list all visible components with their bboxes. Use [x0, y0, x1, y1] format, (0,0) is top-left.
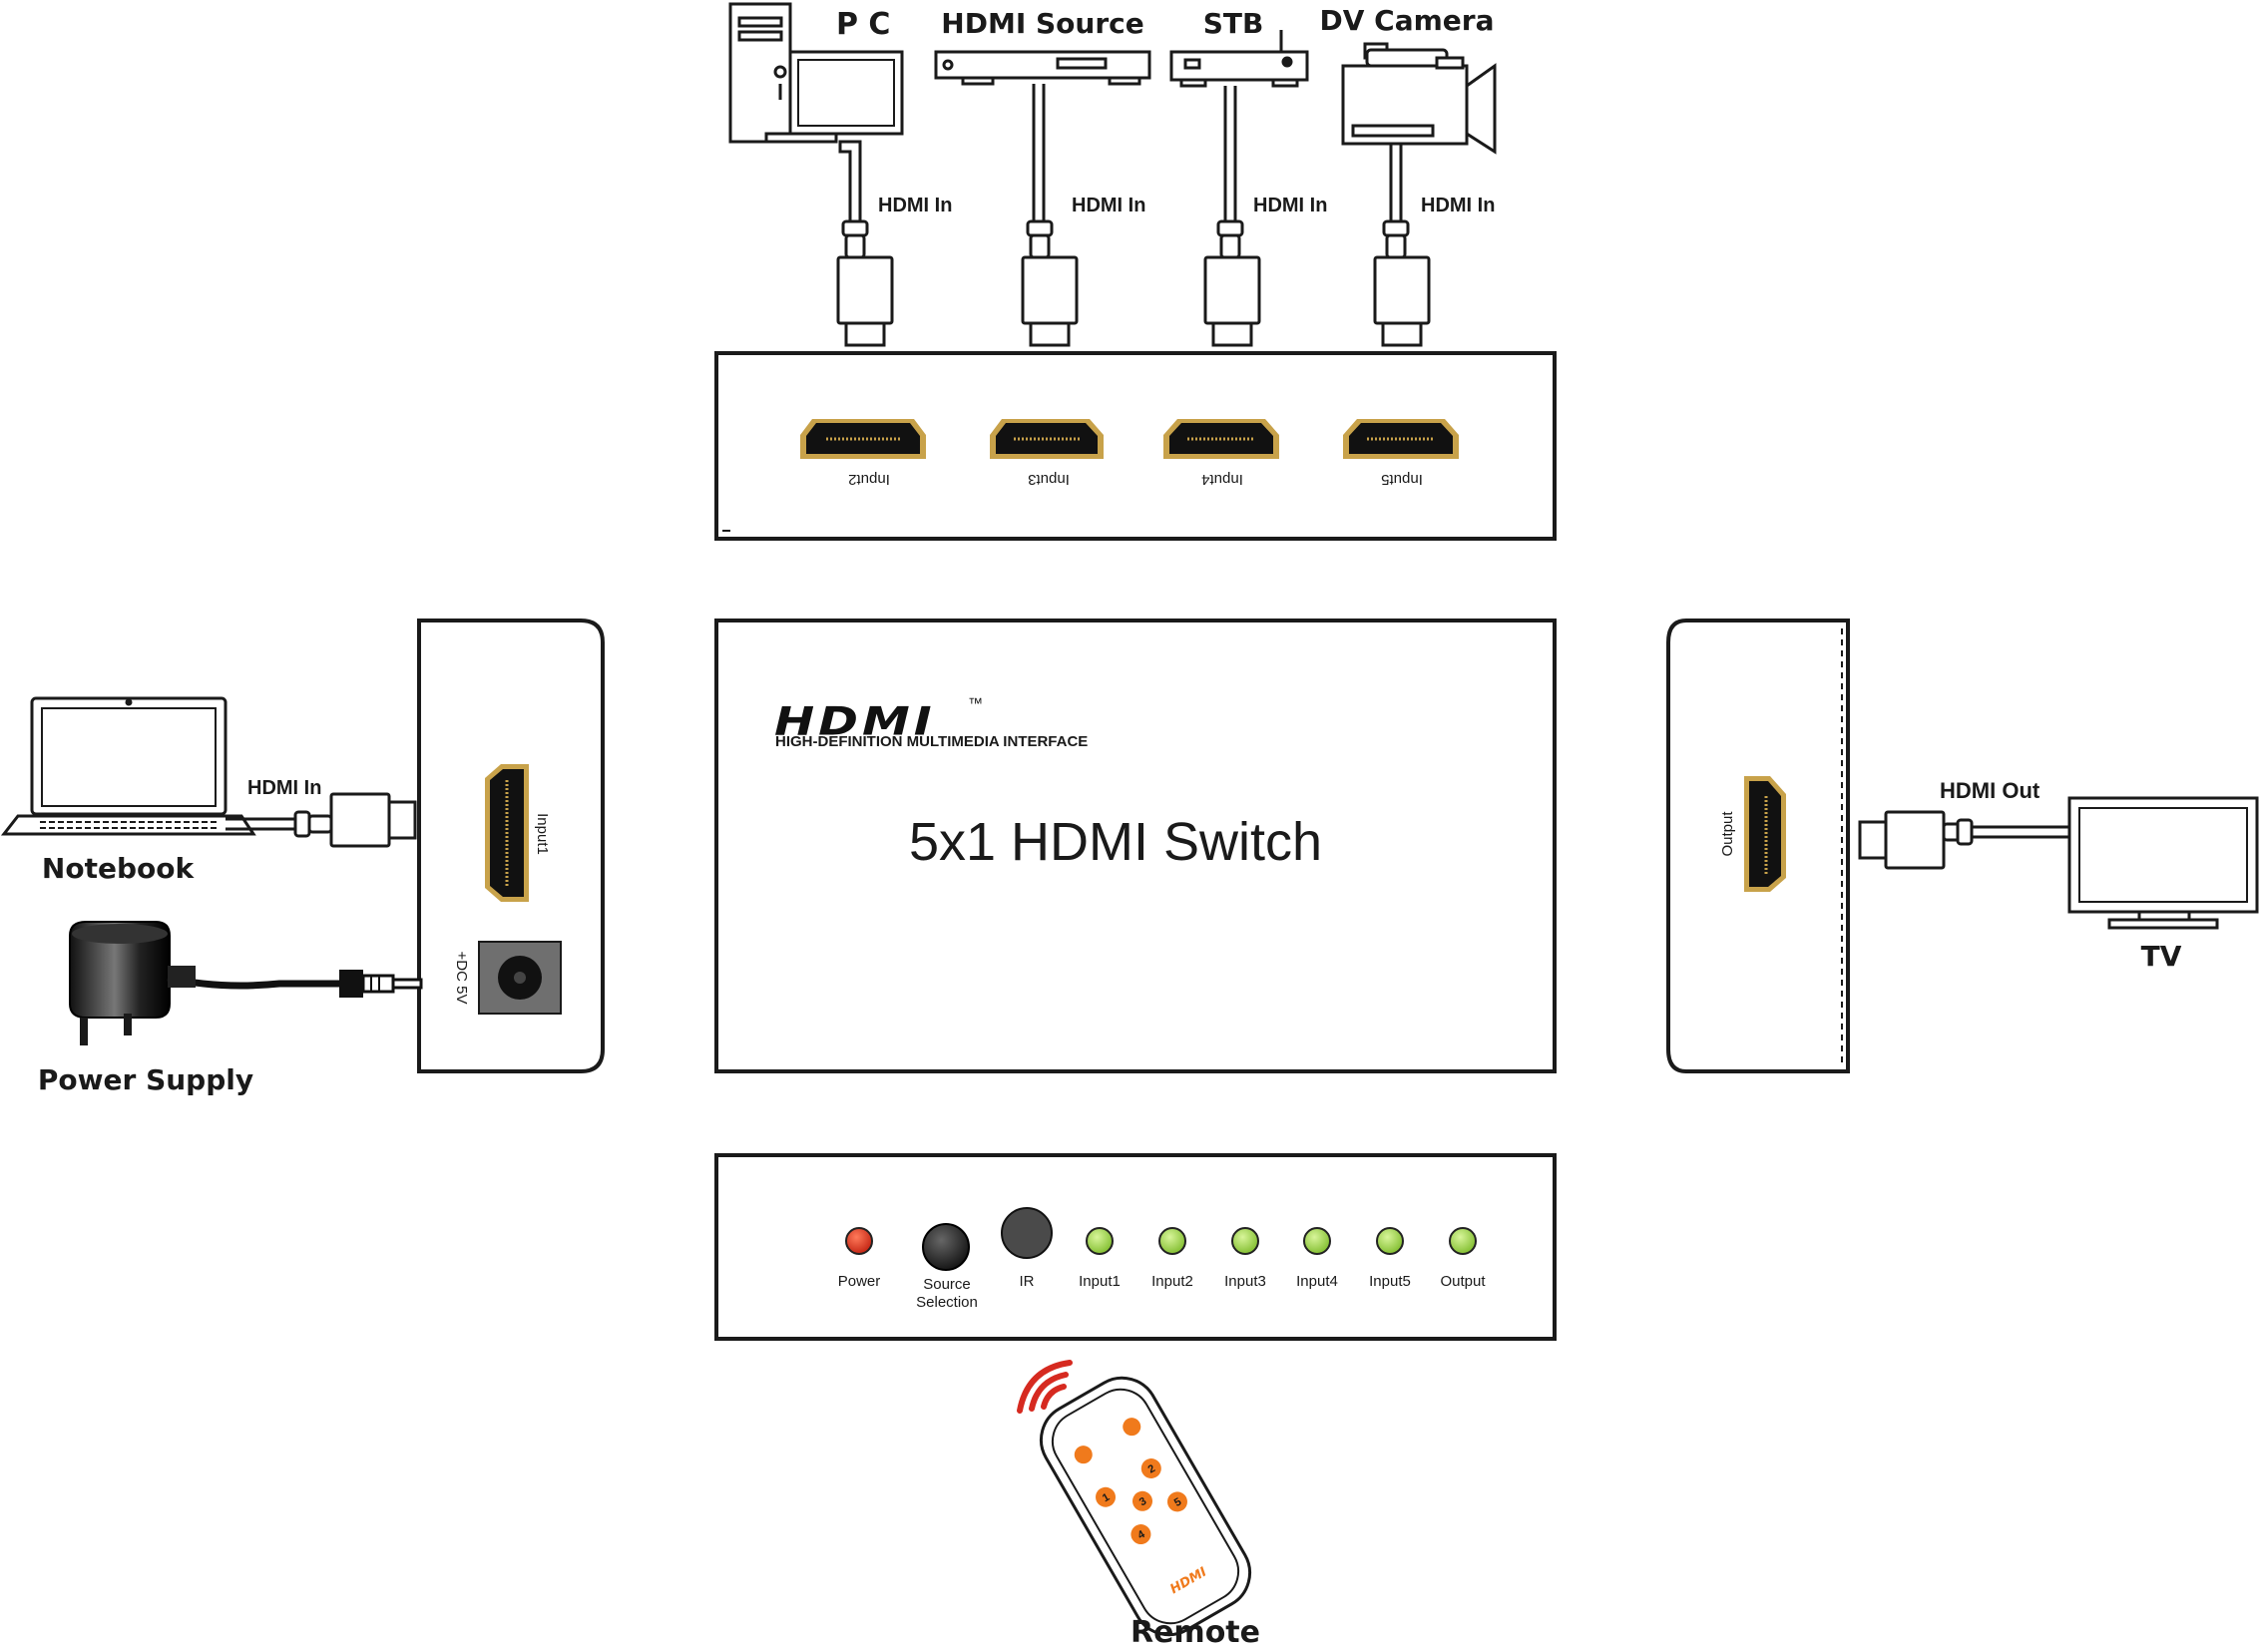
- input4-led: [1303, 1227, 1331, 1255]
- power-led-label: Power: [838, 1273, 881, 1290]
- source-selection-label-1: Source: [923, 1276, 971, 1293]
- signal-waves-icon: [1017, 1360, 1073, 1414]
- port-label-input3: Input3: [1028, 471, 1070, 488]
- top-hdmi-cables: [838, 84, 1403, 223]
- dv-camera-label: DV Camera: [1320, 4, 1495, 37]
- ir-receiver: [1001, 1207, 1053, 1259]
- notebook-hdmi-cable: [226, 792, 417, 848]
- source-selection-label-2: Selection: [916, 1294, 978, 1311]
- remote-label: Remote: [1130, 1615, 1260, 1650]
- tv-label: TV: [2141, 940, 2182, 973]
- ir-label: IR: [1020, 1273, 1035, 1290]
- input3-led-label: Input3: [1224, 1273, 1266, 1290]
- hdmi-port-input3: [990, 419, 1104, 459]
- dc-power-jack: [478, 941, 562, 1015]
- hdmi-source-icon: [934, 50, 1151, 86]
- notebook-label: Notebook: [42, 852, 196, 885]
- hdmi-in-label-source: HDMI In: [1072, 195, 1145, 216]
- remote-button-1[interactable]: 1: [1101, 1491, 1112, 1504]
- port-label-output: Output: [1719, 811, 1736, 857]
- remote-control-icon: 1 2 3 4 5 HDMI: [1039, 1376, 1252, 1637]
- input4-led-label: Input4: [1296, 1273, 1338, 1290]
- port-label-input1: Input1: [534, 813, 551, 855]
- power-led: [845, 1227, 873, 1255]
- hdmi-plug-pc: [836, 219, 894, 347]
- port-label-input5: Input5: [1381, 471, 1423, 488]
- hdmi-port-input4: [1163, 419, 1279, 459]
- hdmi-source-label: HDMI Source: [941, 7, 1143, 40]
- output-led-label: Output: [1440, 1273, 1486, 1290]
- hdmi-logo: HDMI ™ HIGH-DEFINITION MULTIMEDIA INTERF…: [774, 695, 1088, 750]
- back-ports: [800, 419, 1459, 459]
- power-supply-label: Power Supply: [38, 1063, 253, 1096]
- hdmi-logo-tm: ™: [968, 695, 983, 712]
- hdmi-in-label-notebook: HDMI In: [247, 777, 321, 799]
- hdmi-in-label-pc: HDMI In: [878, 195, 952, 216]
- front-controls: [845, 1207, 1477, 1271]
- input1-led-label: Input1: [1079, 1273, 1121, 1290]
- input1-led: [1086, 1227, 1114, 1255]
- remote-button-3[interactable]: 3: [1137, 1495, 1148, 1508]
- hdmi-in-label-stb: HDMI In: [1253, 195, 1327, 216]
- hdmi-out-label: HDMI Out: [1940, 778, 2040, 803]
- dv-camera-icon: [1341, 42, 1497, 155]
- notebook-icon: [0, 696, 256, 836]
- input2-led: [1158, 1227, 1186, 1255]
- top-panel: [714, 619, 1557, 1073]
- front-panel: [714, 1153, 1557, 1341]
- input5-led: [1376, 1227, 1404, 1255]
- hdmi-plug-stb: [1203, 219, 1261, 347]
- product-title: 5x1 HDMI Switch: [909, 812, 1322, 872]
- power-jack-label: +DC 5V: [453, 952, 470, 1005]
- hdmi-in-label-camera: HDMI In: [1421, 195, 1495, 216]
- hdmi-plug-hdmi-source: [1021, 219, 1079, 347]
- hdmi-port-input1: [485, 764, 529, 902]
- tv-hdmi-cable: [1858, 810, 2073, 870]
- svg-text:HDMI: HDMI: [774, 698, 936, 744]
- pc-label: P C: [836, 7, 890, 42]
- hdmi-logo-subtitle: HIGH-DEFINITION MULTIMEDIA INTERFACE: [775, 733, 1088, 750]
- input2-led-label: Input2: [1151, 1273, 1193, 1290]
- input3-led: [1231, 1227, 1259, 1255]
- hdmi-port-output: [1744, 776, 1786, 892]
- output-led: [1449, 1227, 1477, 1255]
- remote-button-5[interactable]: 5: [1172, 1496, 1183, 1509]
- hdmi-port-input2: [800, 419, 926, 459]
- port-label-input2: Input2: [848, 471, 890, 488]
- port-label-input4: Input4: [1201, 471, 1243, 488]
- pc-icon: [728, 2, 904, 144]
- source-selection-button[interactable]: [922, 1223, 970, 1271]
- stb-icon: [1169, 30, 1309, 88]
- remote-button-2[interactable]: 2: [1146, 1462, 1157, 1475]
- top-hdmi-plugs: [836, 219, 1431, 347]
- stb-label: STB: [1203, 7, 1264, 40]
- hdmi-plug-dv-camera: [1373, 219, 1431, 347]
- hdmi-port-input5: [1343, 419, 1459, 459]
- power-adapter-icon: [69, 921, 423, 1045]
- tv-icon: [2067, 796, 2259, 930]
- input5-led-label: Input5: [1369, 1273, 1411, 1290]
